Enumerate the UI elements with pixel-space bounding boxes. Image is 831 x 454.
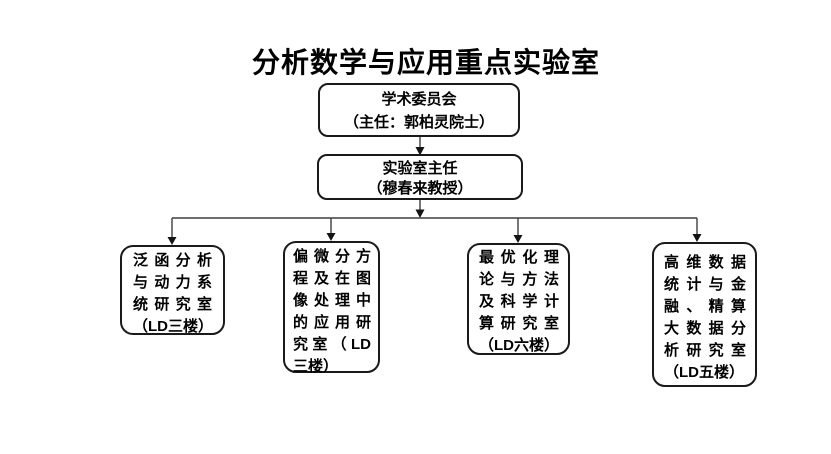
node-text-line: 析研究室 bbox=[664, 342, 746, 359]
node-dept-pde-image-processing: 偏微分方 程及在图 像处理中 的应用研 究室（LD 三楼） bbox=[283, 241, 380, 375]
node-text-line: 实验室主任 bbox=[382, 160, 458, 177]
node-text-line: 学术委员会 bbox=[381, 91, 457, 108]
node-text-line: 统研究室 bbox=[133, 296, 212, 313]
node-text-line: 及科学计 bbox=[479, 293, 559, 310]
node-text-line: （主任：郭柏灵院士） bbox=[343, 114, 494, 131]
node-text-line: 统计与金 bbox=[664, 276, 746, 293]
arrowhead-dept-2-icon bbox=[513, 235, 523, 243]
node-text-line: 程及在图 bbox=[293, 270, 371, 287]
node-lab-director: 实验室主任 （穆春来教授） bbox=[317, 154, 523, 200]
node-text-line: 最优化理 bbox=[479, 249, 559, 266]
node-text-line: 三楼） bbox=[293, 358, 339, 375]
node-text-line: （LD三楼） bbox=[133, 318, 213, 335]
node-text-line: 与动力系 bbox=[133, 274, 212, 291]
node-text-line: 究室（LD bbox=[293, 336, 371, 353]
node-text-line: 的应用研 bbox=[293, 314, 371, 331]
node-text-line: （穆春来教授） bbox=[367, 180, 473, 197]
node-text-line: 泛函分析 bbox=[133, 252, 212, 269]
arrowhead-dept-1-icon bbox=[326, 233, 336, 241]
node-text-line: 算研究室 bbox=[479, 315, 559, 332]
arrowhead-rail-icon bbox=[415, 209, 425, 218]
node-dept-highdim-data: 高维数据 统计与金 融、精算 大数据分 析研究室 （LD五楼） bbox=[652, 242, 757, 387]
node-text-line: 像处理中 bbox=[293, 292, 371, 309]
node-text-line: 论与方法 bbox=[479, 271, 559, 288]
node-text-line: 偏微分方 bbox=[293, 248, 371, 265]
node-dept-optimization: 最优化理 论与方法 及科学计 算研究室 （LD六楼） bbox=[467, 243, 570, 355]
arrowhead-director-icon bbox=[415, 147, 425, 156]
node-text-line: 融、精算 bbox=[664, 298, 746, 315]
node-text-line: （LD五楼） bbox=[664, 364, 744, 381]
chart-title: 分析数学与应用重点实验室 bbox=[251, 47, 601, 78]
node-text-line: （LD六楼） bbox=[479, 337, 559, 354]
node-text-line: 大数据分 bbox=[664, 320, 746, 337]
node-text-line: 高维数据 bbox=[664, 254, 746, 271]
arrowhead-dept-3-icon bbox=[692, 234, 702, 242]
node-academic-committee: 学术委员会 （主任：郭柏灵院士） bbox=[318, 83, 520, 137]
arrowhead-dept-0-icon bbox=[167, 237, 177, 245]
node-dept-functional-analysis: 泛函分析 与动力系 统研究室 （LD三楼） bbox=[120, 245, 225, 335]
